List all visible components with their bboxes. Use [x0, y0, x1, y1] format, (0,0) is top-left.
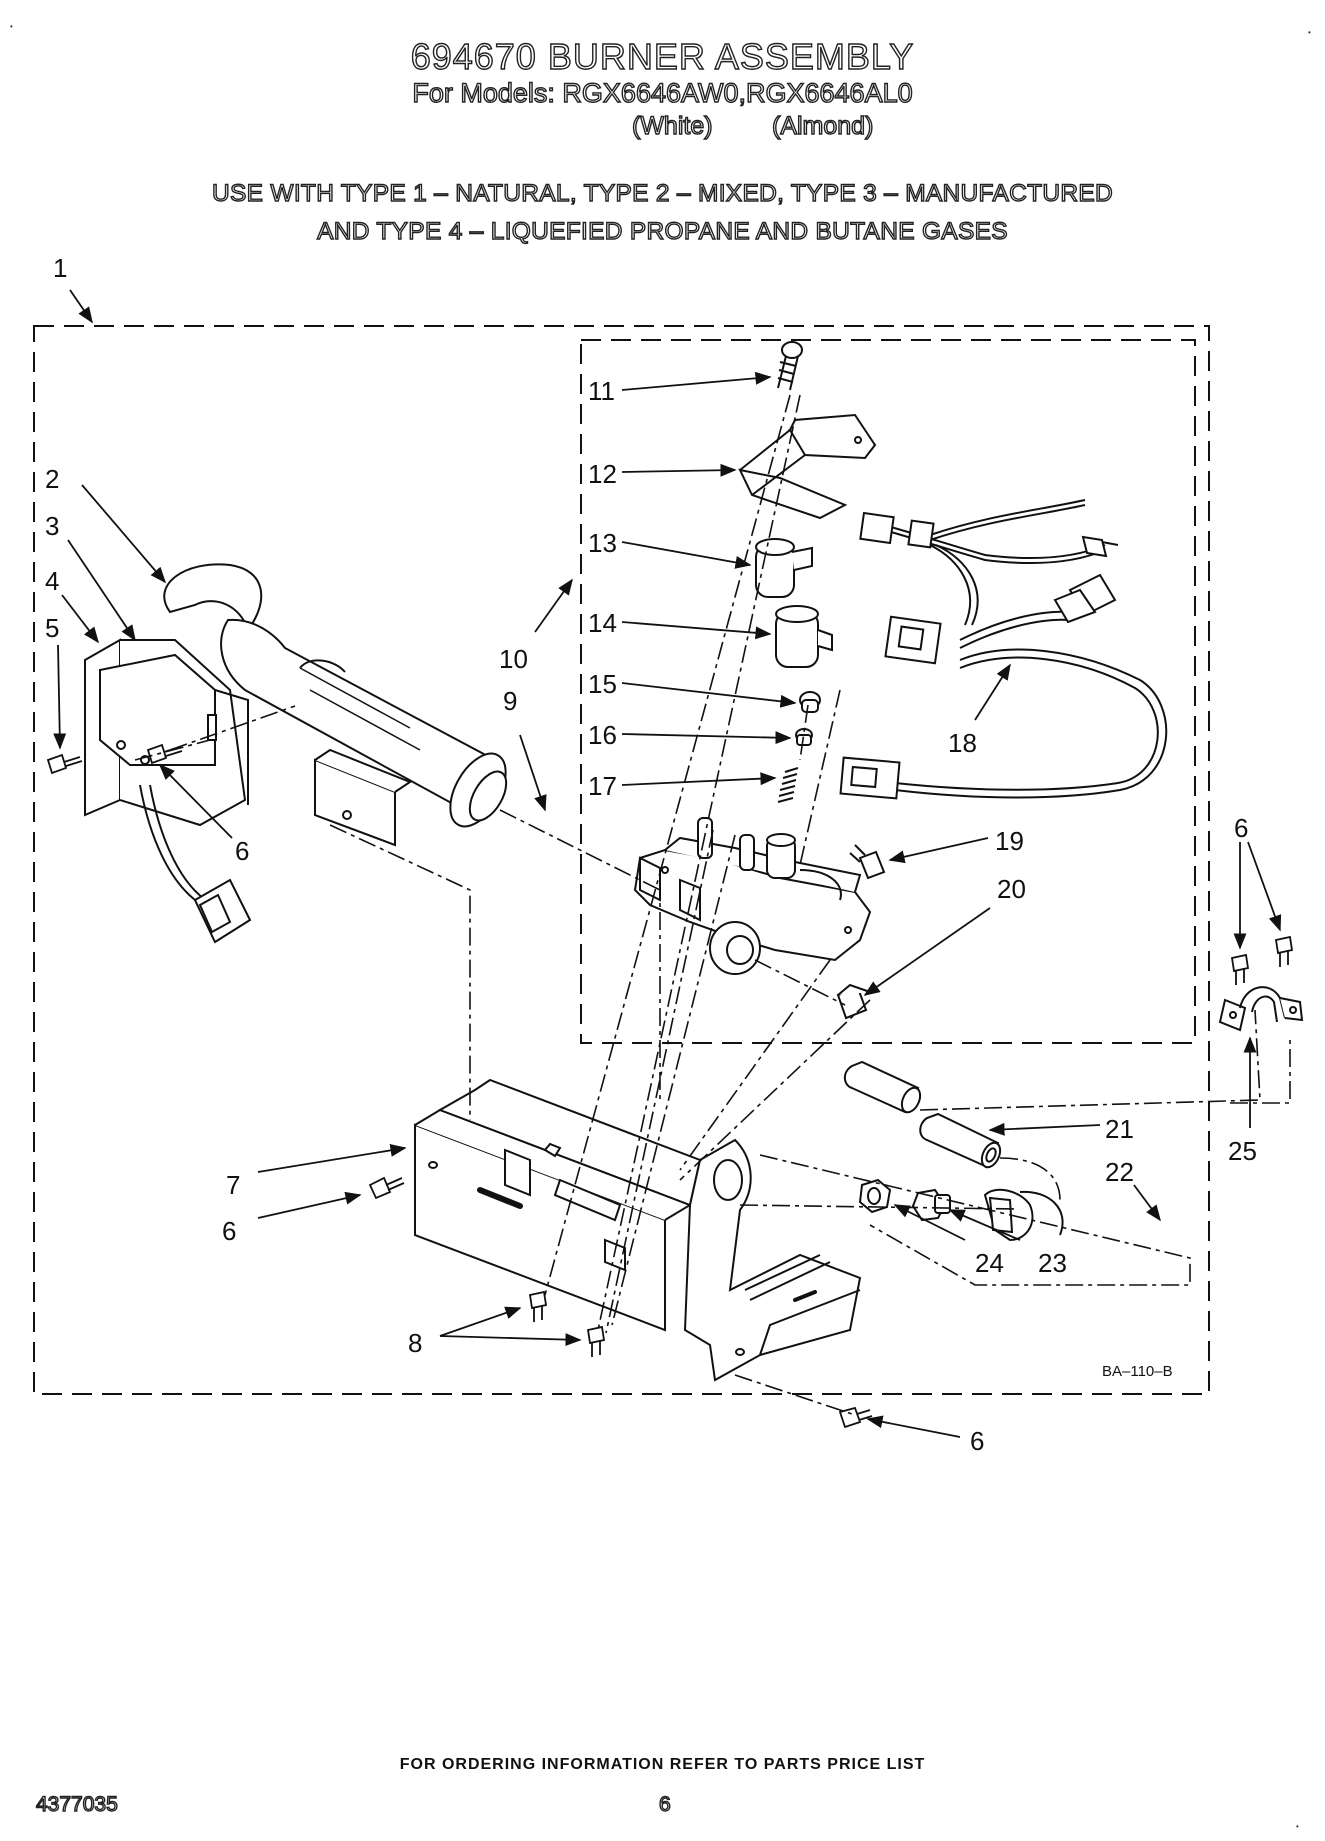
leader-lines: [53, 289, 1282, 1438]
flame-sensor: [84, 638, 252, 944]
connector-20: [836, 983, 871, 1020]
mounting-bracket: [414, 1078, 702, 1332]
callout-10: 10: [499, 644, 528, 674]
color-almond: (Almond): [771, 111, 874, 140]
callout-25: 25: [1228, 1136, 1257, 1166]
corner-mark: •: [1296, 1822, 1299, 1831]
callout-3: 3: [45, 511, 59, 541]
callout-24: 24: [975, 1248, 1004, 1278]
ordering-info: FOR ORDERING INFORMATION REFER TO PARTS …: [399, 1756, 926, 1773]
page-title: 694670 BURNER ASSEMBLY: [410, 35, 915, 77]
models-line: For Models: RGX6646AW0,RGX6646AL0: [412, 77, 914, 108]
callout-15: 15: [588, 669, 617, 699]
usage-line-1: USE WITH TYPE 1 – NATURAL, TYPE 2 – MIXE…: [211, 179, 1113, 207]
valve-assembly-outline: [580, 339, 1196, 1044]
callout-6-clamp: 6: [1234, 813, 1248, 843]
corner-mark: •: [10, 22, 13, 31]
callout-4: 4: [45, 566, 59, 596]
screw-19: [849, 844, 886, 880]
page-number: 6: [658, 1792, 671, 1816]
burner-tube: [163, 563, 508, 828]
callout-7: 7: [226, 1170, 240, 1200]
callout-17: 17: [588, 771, 617, 801]
callout-5: 5: [45, 613, 59, 643]
drawing-code: BA–110–B: [1102, 1363, 1173, 1380]
callout-14: 14: [588, 608, 617, 638]
callout-9: 9: [503, 686, 517, 716]
wire-connector: [839, 511, 1119, 800]
callout-13: 13: [588, 528, 617, 558]
callout-23: 23: [1038, 1248, 1067, 1278]
screw-icon: [46, 743, 183, 775]
document-number: 4377035: [35, 1792, 118, 1816]
callout-6-bracket: 6: [222, 1216, 236, 1246]
screw-icon: [368, 935, 1294, 1429]
orifice-bracket: [683, 1138, 862, 1382]
callout-18: 18: [948, 728, 977, 758]
callout-1: 1: [53, 253, 67, 283]
callout-6-bottom: 6: [970, 1426, 984, 1456]
gas-valve-body: [633, 817, 872, 975]
callout-21: 21: [1105, 1114, 1134, 1144]
callout-6-sensor: 6: [235, 836, 249, 866]
callout-2: 2: [45, 464, 59, 494]
screw-11: [777, 341, 803, 391]
solenoid-coil: [755, 538, 833, 668]
phantom-lines: [134, 394, 1291, 1416]
color-white: (White): [631, 111, 713, 140]
callout-16: 16: [588, 720, 617, 750]
assembly-outline: [33, 325, 1210, 1395]
callout-12: 12: [588, 459, 617, 489]
corner-mark: •: [1308, 28, 1311, 37]
burner-bracket: [314, 748, 413, 847]
callout-22: 22: [1105, 1157, 1134, 1187]
pipe-parts: [843, 986, 1304, 1242]
usage-line-2: AND TYPE 4 – LIQUEFIED PROPANE AND BUTAN…: [316, 217, 1008, 245]
callout-8: 8: [408, 1328, 422, 1358]
callout-11: 11: [588, 376, 615, 406]
callout-20: 20: [997, 874, 1026, 904]
valve-seat-parts: [777, 691, 821, 803]
callout-19: 19: [995, 826, 1024, 856]
